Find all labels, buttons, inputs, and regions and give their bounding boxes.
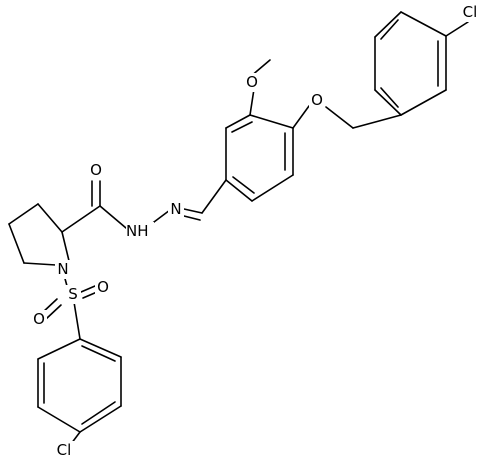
atom-o-ether: O <box>309 91 325 110</box>
atom-label-s-sulfonyl: S <box>68 285 78 303</box>
atom-label-o-carbonyl: O <box>90 161 102 179</box>
atom-o-sulfonyl-2: O <box>31 310 47 329</box>
bond-lines <box>8 11 469 449</box>
atom-labels: Cl O O O N NH N S <box>31 3 482 460</box>
atom-s-sulfonyl: S <box>65 285 81 304</box>
atom-label-n: N <box>126 222 137 240</box>
atom-label-o-ether: O <box>311 91 323 109</box>
atom-label-nh-hydrazide: NH <box>126 222 149 240</box>
atom-n-imine: N <box>168 200 184 219</box>
atom-label-o-sulfonyl-1: O <box>97 278 109 296</box>
atom-label-o-sulfonyl-2: O <box>33 310 45 328</box>
atom-label-n-imine: N <box>170 200 181 218</box>
atom-cl-bottom: Cl <box>50 441 78 460</box>
atom-o-methoxy: O <box>244 73 260 92</box>
atom-o-sulfonyl-1: O <box>95 278 111 297</box>
atom-label-cl-top: Cl <box>463 3 478 21</box>
atom-cl-top: Cl <box>458 3 482 22</box>
atom-label-o-methoxy: O <box>246 73 258 91</box>
atom-label-n-ring: N <box>57 260 68 278</box>
atom-label-cl-bottom: Cl <box>57 441 72 459</box>
atom-n-ring: N <box>55 260 71 279</box>
atom-label-h: H <box>137 222 148 240</box>
atom-nh-hydrazide: NH <box>126 222 154 241</box>
atom-o-carbonyl: O <box>88 161 104 180</box>
